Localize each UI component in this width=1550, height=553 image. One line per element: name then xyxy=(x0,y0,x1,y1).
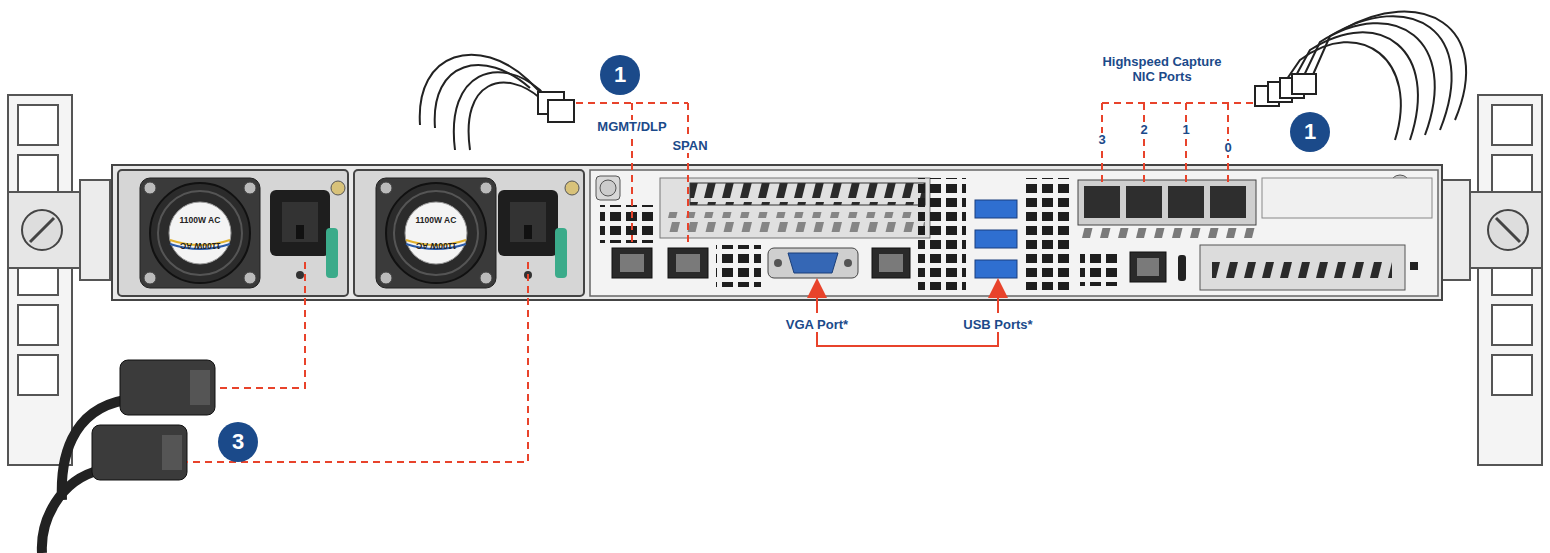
callout-circle: 1 xyxy=(600,55,640,95)
port-label: USB Ports* xyxy=(960,318,1035,333)
callout-circle: 3 xyxy=(218,422,258,462)
psu-rating: 1100W AC xyxy=(180,240,221,250)
callout-circle: 1 xyxy=(1290,112,1330,152)
callout-number: 3 xyxy=(232,429,244,455)
port-label: VGA Port* xyxy=(783,318,851,333)
network-cables xyxy=(1255,12,1466,140)
network-cables xyxy=(420,55,574,150)
port-number: 3 xyxy=(1095,133,1108,148)
power-supply xyxy=(118,170,348,296)
psu-rating: 1100W AC xyxy=(416,240,457,250)
port-number: 0 xyxy=(1221,141,1234,156)
connection-lines xyxy=(187,103,1254,462)
callout-number: 1 xyxy=(614,62,626,88)
rack-rail-right xyxy=(1440,95,1542,465)
port-number: 1 xyxy=(1179,123,1192,138)
psu-rating: 1100W AC xyxy=(416,216,457,226)
psu-rating: 1100W AC xyxy=(180,216,221,226)
power-supply xyxy=(354,170,584,296)
power-cords xyxy=(42,360,215,553)
port-label: MGMT/DLP xyxy=(594,120,669,135)
port-group-label: Highspeed Capture NIC Ports xyxy=(1092,55,1232,85)
chassis xyxy=(112,165,1442,300)
port-label: SPAN xyxy=(669,139,710,154)
callout-number: 1 xyxy=(1304,119,1316,145)
io-panel xyxy=(600,178,1432,290)
port-number: 2 xyxy=(1137,123,1150,138)
